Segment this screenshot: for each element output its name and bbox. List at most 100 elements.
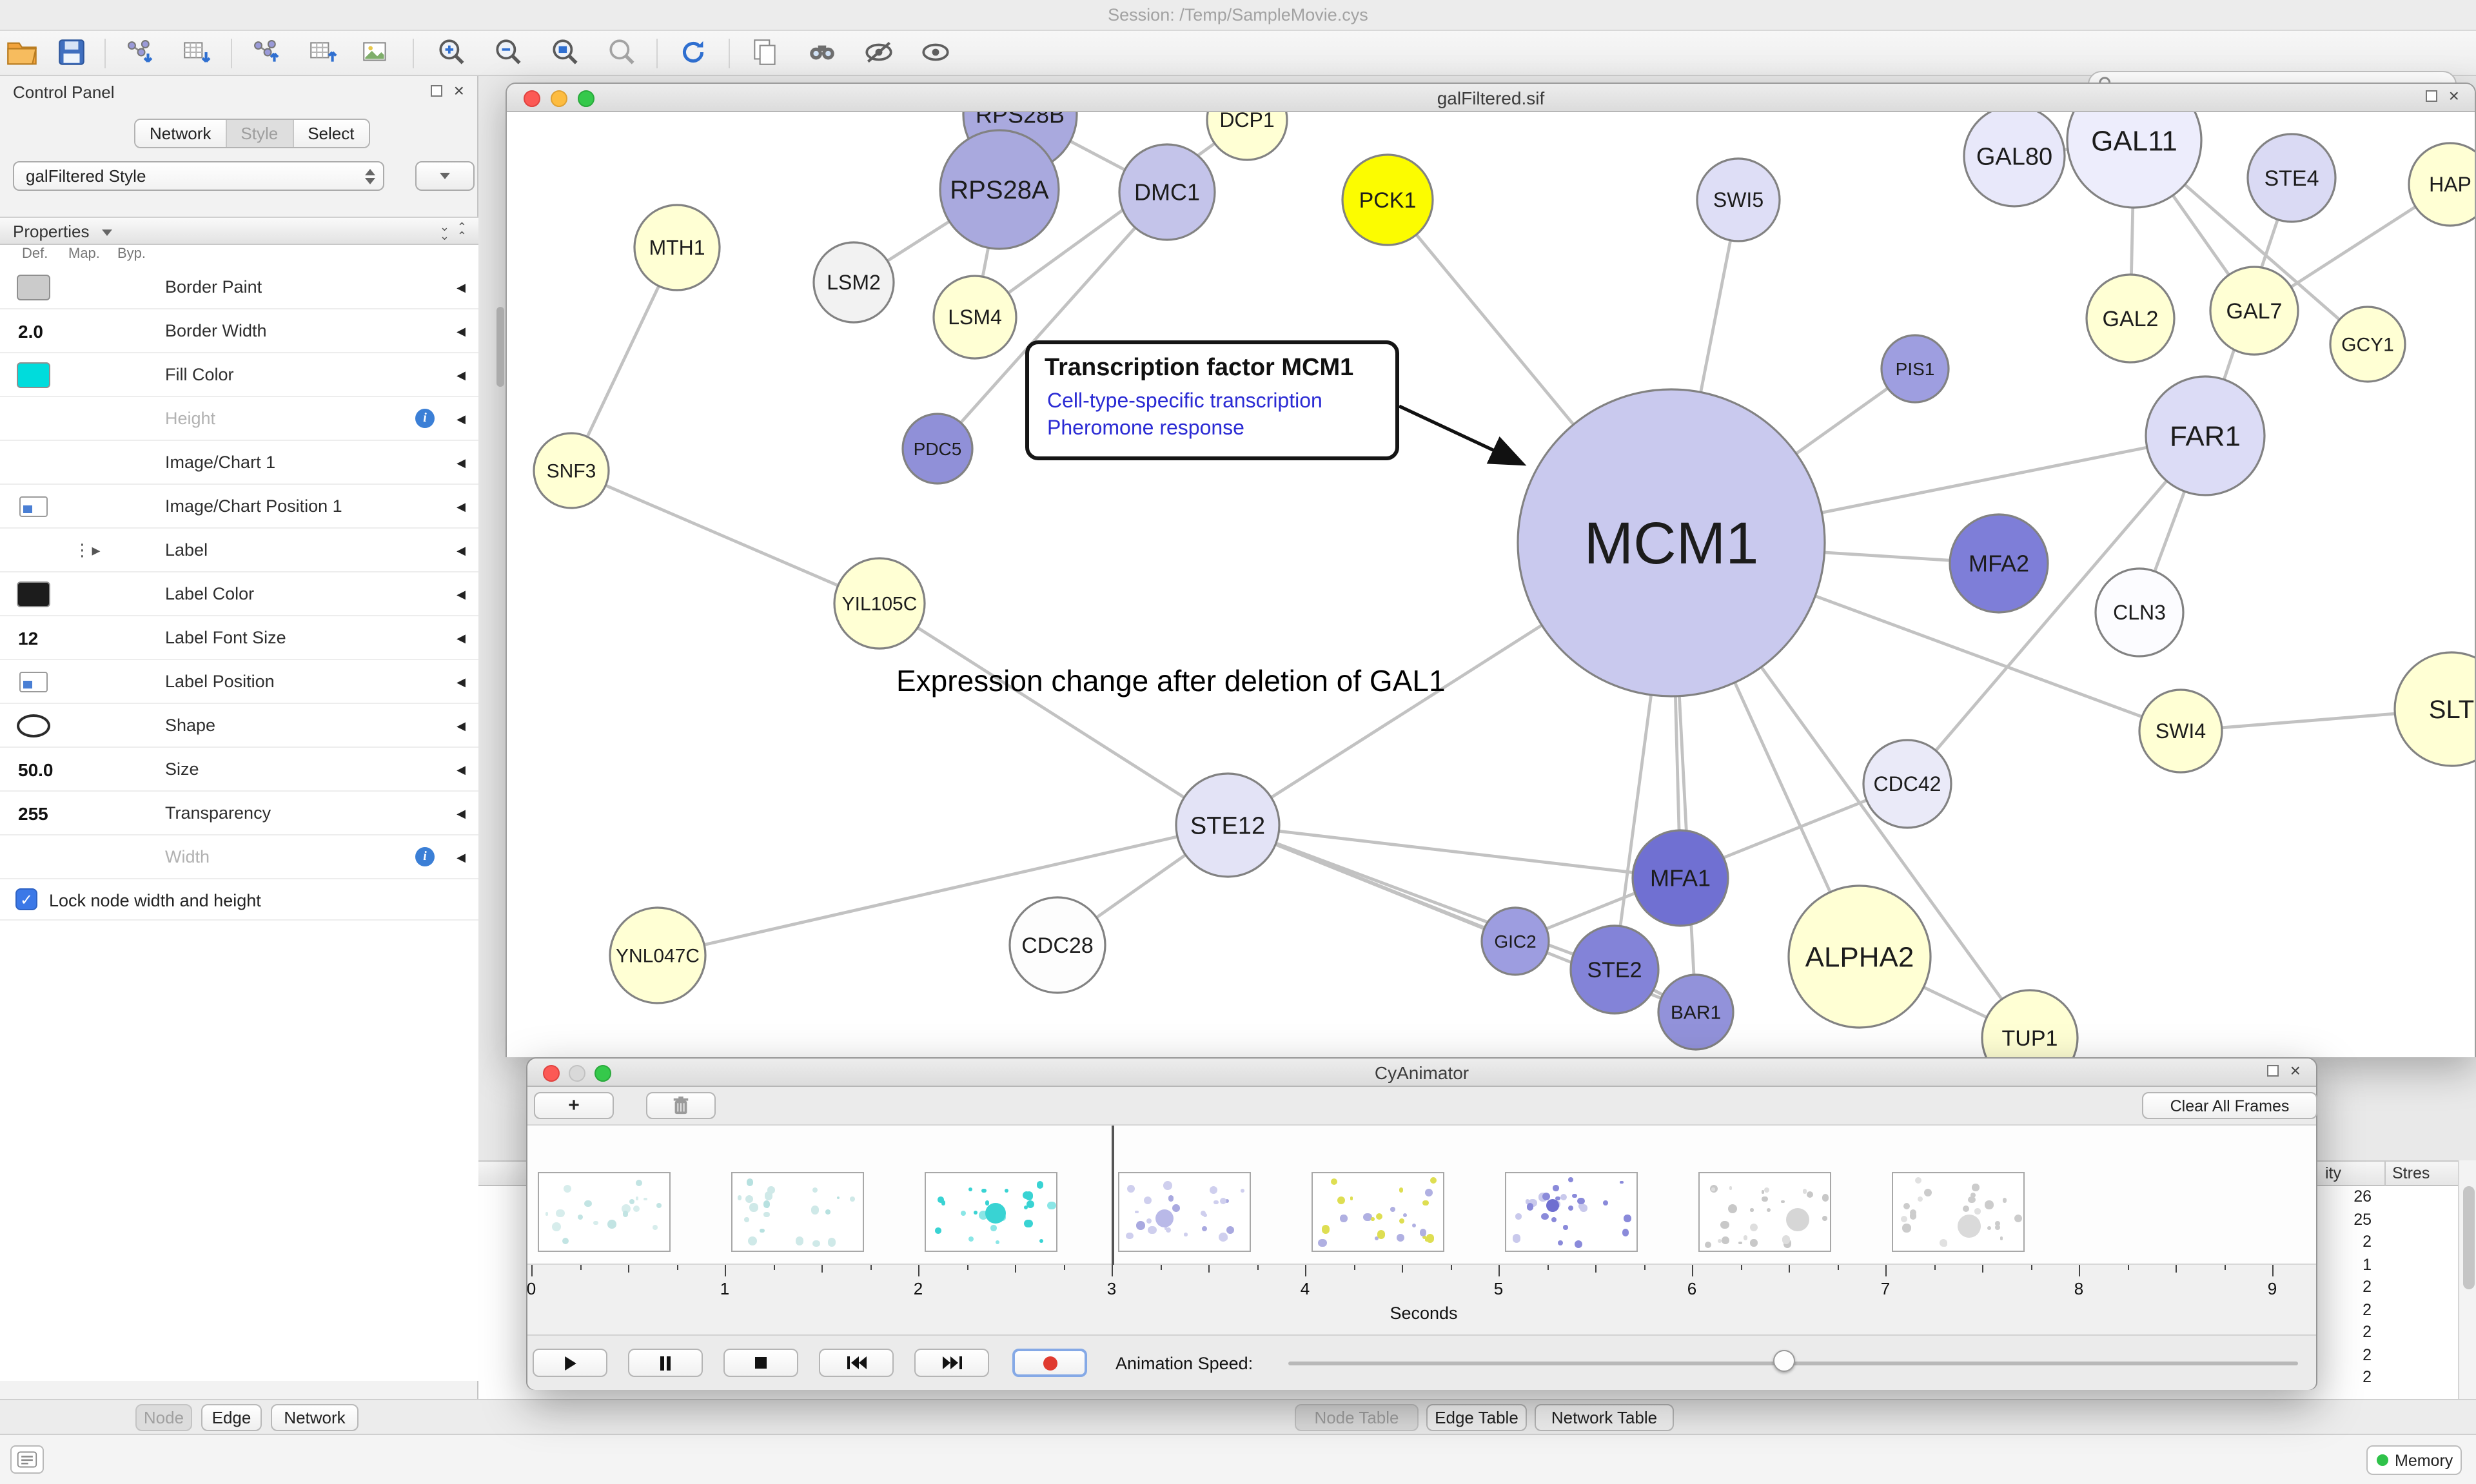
delete-frame-button[interactable] <box>646 1092 716 1119</box>
frame-thumbnail-3[interactable] <box>1118 1172 1251 1252</box>
byp-cell[interactable] <box>113 704 162 748</box>
node-CDC42[interactable] <box>1862 739 1952 829</box>
property-row-image-chart-1[interactable]: Image/Chart 1◀ <box>0 441 478 485</box>
map-cell[interactable] <box>62 397 113 441</box>
clear-all-frames-button[interactable]: Clear All Frames <box>2142 1092 2317 1119</box>
save-session-button[interactable] <box>52 34 90 72</box>
annotation-link[interactable]: Cell-type-specific transcription <box>1047 391 1322 413</box>
node-CDC28[interactable] <box>1008 896 1106 994</box>
expand-row-icon[interactable]: ◀ <box>457 456 466 469</box>
node-ALPHA2[interactable] <box>1787 884 1932 1029</box>
map-cell[interactable]: ⋮▸ <box>62 529 113 572</box>
table-column-header[interactable]: Stres <box>2392 1164 2430 1182</box>
open-session-button[interactable] <box>3 34 41 72</box>
zoom-fit-button[interactable] <box>545 34 584 72</box>
zoom-out-button[interactable] <box>489 34 527 72</box>
node-FAR1[interactable] <box>2145 375 2266 496</box>
property-row-image-chart-position-1[interactable]: Image/Chart Position 1◀ <box>0 485 478 529</box>
tab-style[interactable]: Style <box>225 120 293 147</box>
node-GAL11[interactable] <box>2066 112 2203 209</box>
frame-thumbnail-2[interactable] <box>925 1172 1057 1252</box>
edge-DMC1-PDC5[interactable] <box>936 191 1168 450</box>
export-network-button[interactable] <box>246 34 285 72</box>
def-cell[interactable] <box>5 529 62 572</box>
panel-divider-grip[interactable] <box>496 307 504 387</box>
byp-cell[interactable] <box>113 485 162 529</box>
expand-row-icon[interactable]: ◀ <box>457 369 466 382</box>
expand-row-icon[interactable]: ◀ <box>457 325 466 338</box>
expand-row-icon[interactable]: ◀ <box>457 676 466 688</box>
expand-row-icon[interactable]: ◀ <box>457 719 466 732</box>
close-window-icon[interactable]: × <box>2290 1060 2301 1080</box>
tab-network[interactable]: Network <box>135 120 226 147</box>
byp-cell[interactable] <box>113 397 162 441</box>
frame-thumbnail-7[interactable] <box>1892 1172 2025 1252</box>
def-cell[interactable]: 50.0 <box>18 759 54 780</box>
minimize-traffic-light[interactable] <box>569 1064 585 1081</box>
byp-cell[interactable] <box>113 266 162 309</box>
frame-thumbnail-6[interactable] <box>1698 1172 1831 1252</box>
node-GIC2[interactable] <box>1480 906 1550 976</box>
scrollbar-thumb[interactable] <box>2462 1186 2474 1289</box>
map-cell[interactable] <box>62 748 113 792</box>
zoom-selected-button[interactable] <box>602 34 641 72</box>
byp-cell[interactable] <box>113 353 162 397</box>
expand-row-icon[interactable]: ◀ <box>457 500 466 513</box>
property-row-label[interactable]: ⋮▸Label◀ <box>0 529 478 572</box>
table-cell[interactable]: 2 <box>2363 1278 2372 1296</box>
table-cell[interactable]: 25 <box>2353 1210 2372 1228</box>
first-neighbors-button[interactable] <box>802 34 841 72</box>
expand-row-icon[interactable]: ◀ <box>457 281 466 294</box>
node-PDC5[interactable] <box>901 413 974 485</box>
expand-row-icon[interactable]: ◀ <box>457 588 466 601</box>
canvas-caption-text[interactable]: Expression change after deletion of GAL1 <box>896 664 1446 698</box>
tab-node-table[interactable]: Node Table <box>1295 1404 1419 1431</box>
node-STE12[interactable] <box>1175 772 1281 878</box>
expand-row-icon[interactable]: ◀ <box>457 544 466 557</box>
property-row-label-color[interactable]: Label Color◀ <box>0 572 478 616</box>
export-table-button[interactable] <box>303 34 342 72</box>
node-MFA2[interactable] <box>1949 513 2049 614</box>
byp-cell[interactable] <box>113 792 162 835</box>
export-image-button[interactable] <box>356 34 395 72</box>
annotation-arrow[interactable] <box>1398 404 1527 466</box>
add-frame-button[interactable]: + <box>534 1092 614 1119</box>
expand-row-icon[interactable]: ◀ <box>457 413 466 425</box>
property-row-label-position[interactable]: Label Position◀ <box>0 660 478 704</box>
zoom-traffic-light[interactable] <box>578 90 594 106</box>
byp-cell[interactable] <box>113 572 162 616</box>
node-PCK1[interactable] <box>1341 153 1434 246</box>
edge-STE12-STE2[interactable] <box>1227 823 1615 971</box>
node-MFA1[interactable] <box>1631 829 1729 927</box>
node-SNF3[interactable] <box>533 432 610 509</box>
position-icon[interactable] <box>19 672 48 692</box>
table-cell[interactable]: 2 <box>2363 1323 2372 1341</box>
frame-thumbnail-1[interactable] <box>731 1172 864 1252</box>
color-swatch[interactable] <box>17 362 50 388</box>
edge-STE12-MFA1[interactable] <box>1227 823 1681 880</box>
tab-edge-table[interactable]: Edge Table <box>1426 1404 1527 1431</box>
speed-slider-thumb[interactable] <box>1773 1350 1795 1372</box>
byp-cell[interactable] <box>113 835 162 879</box>
table-cell[interactable]: 1 <box>2363 1255 2372 1273</box>
node-LSM2[interactable] <box>812 241 895 324</box>
node-CLN3[interactable] <box>2094 567 2185 658</box>
def-cell[interactable] <box>5 572 62 616</box>
def-cell[interactable] <box>5 835 62 879</box>
byp-cell[interactable] <box>113 309 162 353</box>
table-cell[interactable]: 2 <box>2363 1368 2372 1386</box>
table-cell[interactable]: 2 <box>2363 1233 2372 1251</box>
def-cell[interactable]: 2.0 <box>18 321 43 342</box>
node-STE4[interactable] <box>2246 133 2337 223</box>
show-all-button[interactable] <box>916 34 954 72</box>
info-icon[interactable]: i <box>415 847 435 866</box>
color-swatch[interactable] <box>17 581 50 607</box>
def-cell[interactable]: 255 <box>18 803 48 824</box>
play-button[interactable] <box>533 1349 607 1377</box>
def-cell[interactable] <box>5 441 62 485</box>
table-scrollbar[interactable] <box>2458 1160 2476 1399</box>
